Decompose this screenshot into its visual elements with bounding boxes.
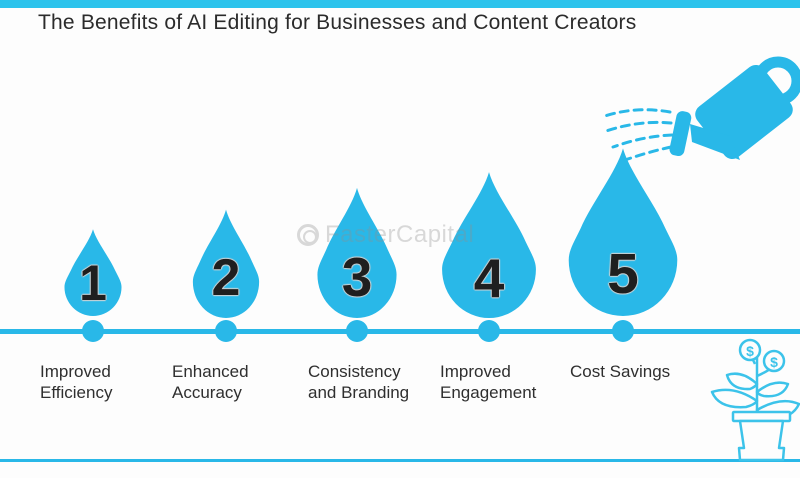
top-accent-bar [0, 0, 800, 8]
timeline-line [0, 329, 800, 334]
watering-can-rose [669, 111, 692, 157]
benefit-label-5: Cost Savings [570, 362, 671, 381]
ground-line [0, 459, 800, 462]
droplet-number-1: 1 [79, 255, 107, 311]
benefit-label-4: Improved Engagement [440, 362, 537, 402]
droplet-number-5: 5 [607, 242, 639, 306]
timeline-dot-3 [346, 320, 368, 342]
droplet-number-4: 4 [473, 247, 505, 309]
timeline-dot-4 [478, 320, 500, 342]
plant-leaf [725, 372, 759, 391]
water-spray-icon [603, 108, 674, 162]
timeline-dot-2 [215, 320, 237, 342]
watering-can-icon [669, 56, 800, 160]
watering-can-body [695, 64, 793, 160]
dollar-coin [738, 338, 762, 362]
dollar-sign: $ [770, 354, 778, 370]
benefit-label-3: Consistency and Branding [308, 362, 410, 402]
plant-leaf [755, 381, 790, 398]
timeline-dot-5 [612, 320, 634, 342]
watering-can-spout [690, 124, 740, 160]
pot-body [737, 419, 786, 462]
page-title: The Benefits of AI Editing for Businesse… [38, 11, 637, 34]
money-plant-icon: $ $ [710, 338, 800, 462]
droplet-number-2: 2 [211, 249, 241, 307]
pot-rim [731, 410, 792, 423]
benefit-label-1: Improved Efficiency [40, 362, 113, 402]
dollar-sign: $ [746, 343, 754, 359]
timeline-dot-1 [82, 320, 104, 342]
dollar-coin [762, 349, 786, 373]
droplet-number-3: 3 [341, 246, 373, 308]
benefit-label-2: Enhanced Accuracy [172, 362, 249, 402]
plant-leaf [710, 388, 759, 409]
